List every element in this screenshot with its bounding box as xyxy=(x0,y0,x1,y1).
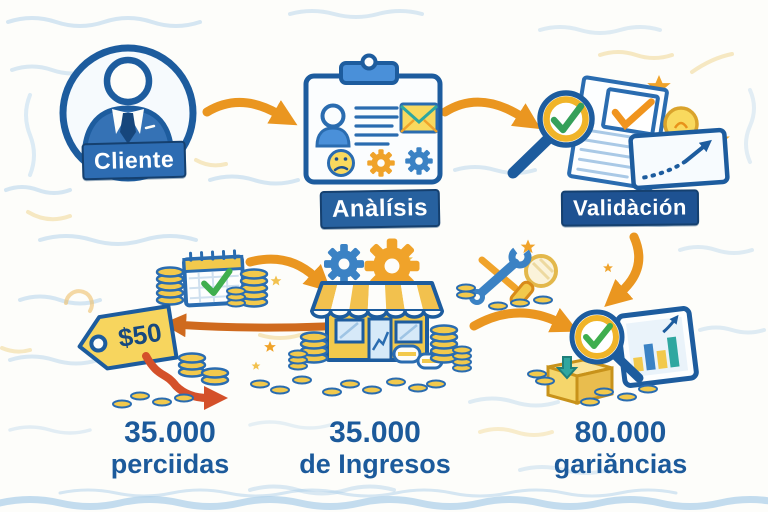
arrow-analisis-to-validacion xyxy=(440,97,541,130)
outcome-value: 80.000 xyxy=(574,416,667,449)
down-arrow-icon xyxy=(555,356,579,380)
arrow-cliente-to-analisis xyxy=(202,98,298,126)
growth-card-icon xyxy=(628,127,730,191)
outcome-perdidas: 35.000 perciidas xyxy=(80,416,260,480)
storefront-gears-icon xyxy=(250,238,472,397)
gear-icon xyxy=(405,147,433,175)
outcome-ganancias: 80.000 gariăncias xyxy=(528,416,713,480)
clipboard-analysis-icon xyxy=(303,53,443,185)
arrow-validacion-down xyxy=(604,232,644,307)
outcome-value: 35.000 xyxy=(329,416,421,449)
label-analisis: Anàlísis xyxy=(319,188,441,230)
arrow-calendar-to-store xyxy=(245,254,332,293)
price-tag-decline-icon xyxy=(77,304,230,410)
sad-face-icon xyxy=(327,149,355,177)
label-cliente: Cliente xyxy=(81,140,187,181)
outcome-caption: perciidas xyxy=(110,449,230,479)
gear-icon xyxy=(367,149,395,177)
decline-arrow-icon xyxy=(142,352,228,410)
wrench-icon xyxy=(469,245,532,305)
magnifier-check-icon xyxy=(507,90,595,179)
arrow-store-to-review xyxy=(469,307,579,333)
outcome-value: 35.000 xyxy=(124,416,216,449)
price-tag-icon xyxy=(77,304,179,371)
profile-avatar-icon xyxy=(320,103,346,129)
gear-icon xyxy=(324,244,364,284)
label-validacion: Validàción xyxy=(560,189,699,227)
outcome-caption: gariăncias xyxy=(553,449,688,479)
text-lines-icon xyxy=(354,106,399,146)
magnifier-box-chart-icons xyxy=(527,306,699,407)
bar-chart-tablet-icon xyxy=(615,306,699,388)
envelope-icon xyxy=(399,102,439,134)
background-squiggle-texture xyxy=(0,9,768,510)
wrench-screwdriver-icon xyxy=(456,245,558,311)
outcome-ingresos: 35.000 de Ingresos xyxy=(285,416,465,480)
magnifier-document-bulb-icon xyxy=(507,75,730,191)
outcome-caption: de Ingresos xyxy=(299,449,451,479)
magnifier-check-icon xyxy=(569,309,644,383)
awning-icon xyxy=(310,281,444,319)
